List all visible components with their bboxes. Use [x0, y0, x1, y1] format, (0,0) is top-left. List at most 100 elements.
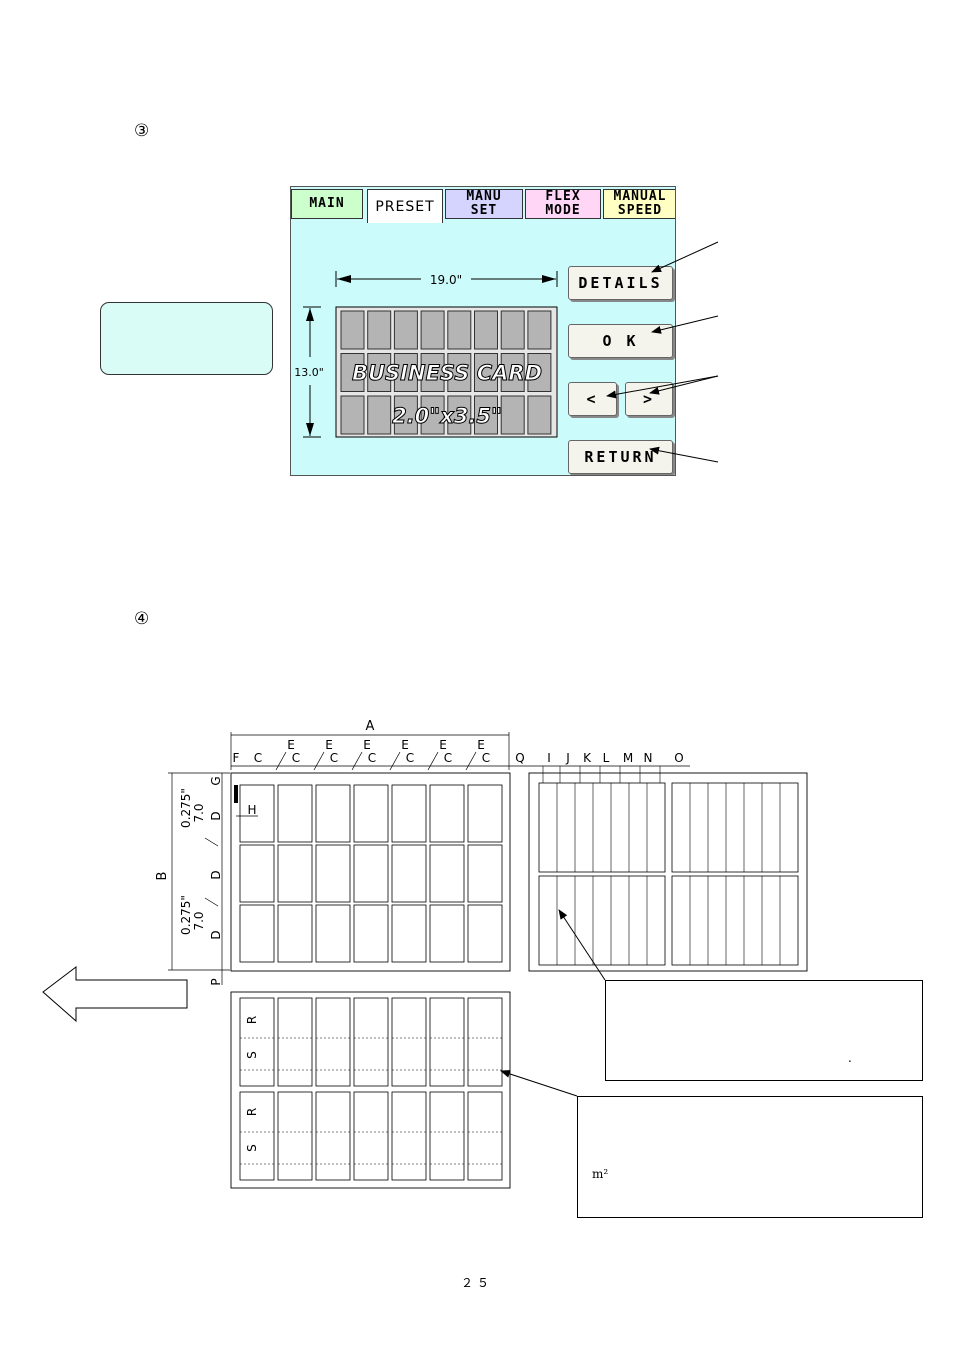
card-cell — [277, 997, 313, 1087]
page-number: ２５ — [460, 1276, 493, 1290]
layout-card-cell — [239, 904, 275, 963]
preview-card-cell — [474, 310, 498, 350]
card-cell — [353, 997, 389, 1087]
preview-card-cell — [393, 395, 418, 435]
card-title: BUSINESS CARD — [352, 361, 542, 385]
preview-card-cell — [367, 353, 392, 392]
next-label: > — [642, 390, 656, 408]
layout-card-cell — [467, 844, 503, 903]
details-arrow — [651, 241, 719, 273]
layout-card-cell — [429, 844, 465, 903]
dimension-tick — [351, 751, 363, 771]
layout-card-cell — [239, 844, 275, 903]
preview-card-cell — [500, 310, 525, 350]
layout-card-cell — [467, 784, 503, 843]
dimension-tick — [313, 751, 325, 771]
layout-card-cell — [353, 904, 389, 963]
next-button[interactable]: > — [625, 382, 673, 416]
tab-manual-speed[interactable]: MANUAL SPEED — [603, 189, 675, 219]
preview-card-cell — [367, 395, 392, 435]
dim-b-label: B — [155, 872, 170, 881]
card-cell — [315, 1091, 351, 1181]
card-cell — [239, 1091, 275, 1181]
tab-preset-label: PRESET — [375, 198, 435, 215]
dimension-tick — [275, 751, 287, 771]
card-size: 2.0"x3.5" — [392, 404, 502, 428]
step-4-marker: ④ — [134, 609, 150, 629]
dimension-letter: J — [565, 751, 570, 765]
tab-main-label: MAIN — [309, 196, 345, 211]
preview-card-cell — [500, 353, 525, 392]
h-label: H — [247, 803, 256, 817]
preview-card-cell — [447, 310, 472, 350]
prev-button[interactable]: < — [568, 382, 617, 416]
h-marker — [234, 785, 238, 803]
preview-card-cell — [340, 395, 365, 435]
card-cell — [429, 997, 465, 1087]
dimension-letter: C — [330, 751, 338, 765]
layout-card-cell — [315, 844, 351, 903]
slit-block — [538, 875, 666, 966]
next-arrow — [649, 375, 719, 395]
side-label-g: G — [209, 776, 223, 785]
preview-card-cell — [340, 353, 365, 392]
dimension-tick — [389, 751, 401, 771]
layout-card-cell — [353, 844, 389, 903]
card-cell — [429, 1091, 465, 1181]
tab-manu-set[interactable]: MANU SET — [445, 189, 523, 219]
dimension-letter: K — [583, 751, 592, 765]
dimension-letter: E — [287, 738, 295, 752]
ok-label: O K — [602, 332, 639, 350]
layout-card-cell — [315, 784, 351, 843]
slit-block — [538, 782, 666, 873]
layout-card-cell — [429, 784, 465, 843]
preview-card-cell — [393, 310, 418, 350]
layout-card-cell — [277, 844, 313, 903]
dimension-letter: C — [406, 751, 414, 765]
preview-card-cell — [527, 353, 552, 392]
preview-card-cell — [474, 395, 498, 435]
card-cell — [391, 997, 427, 1087]
preview-card-cell — [447, 395, 472, 435]
layout-card-cell — [277, 904, 313, 963]
dimension-letter: C — [368, 751, 376, 765]
height-dimension-label: 13.0" — [294, 366, 324, 379]
tab-flex-mode[interactable]: FLEX MODE — [525, 189, 601, 219]
tab-preset[interactable]: PRESET — [367, 189, 443, 223]
slit-block — [671, 875, 799, 966]
layout-card-cell — [277, 784, 313, 843]
dimension-letter: I — [547, 751, 551, 765]
card-cell — [467, 997, 503, 1087]
preview-card-cell — [420, 310, 445, 350]
dimension-tick — [465, 751, 477, 771]
dimension-letter: E — [363, 738, 371, 752]
layout-card-cell — [391, 844, 427, 903]
tab-manual-speed-label: MANUAL SPEED — [613, 189, 667, 218]
note-box — [100, 302, 273, 375]
dimension-letter: L — [603, 751, 610, 765]
preview-card-cell — [393, 353, 418, 392]
dimension-letter: M — [623, 751, 633, 765]
tab-main[interactable]: MAIN — [291, 189, 363, 219]
details-label: DETAILS — [578, 274, 663, 292]
gap-label-mid-1: 0.275" — [179, 895, 193, 935]
preview-card-cell — [340, 310, 365, 350]
side-label-p: P — [209, 978, 223, 985]
width-dimension-label: 19.0" — [430, 273, 462, 287]
gap-label-mid-2: 7.0 — [192, 911, 206, 930]
dim-a-label: A — [366, 719, 375, 734]
dimension-letter: E — [325, 738, 333, 752]
dimension-letter: C — [254, 751, 262, 765]
preview-card-cell — [420, 395, 445, 435]
preview-card-cell — [420, 353, 445, 392]
layout-card-cell — [239, 784, 275, 843]
dimension-letter: O — [674, 751, 683, 765]
prev-label: < — [586, 390, 599, 408]
layout-card-cell — [353, 784, 389, 843]
dimension-letter: C — [482, 751, 490, 765]
feed-direction-arrow — [42, 965, 188, 1023]
slit-block — [671, 782, 799, 873]
prev-arrow — [606, 375, 719, 399]
return-button[interactable]: RETURN — [568, 440, 673, 474]
